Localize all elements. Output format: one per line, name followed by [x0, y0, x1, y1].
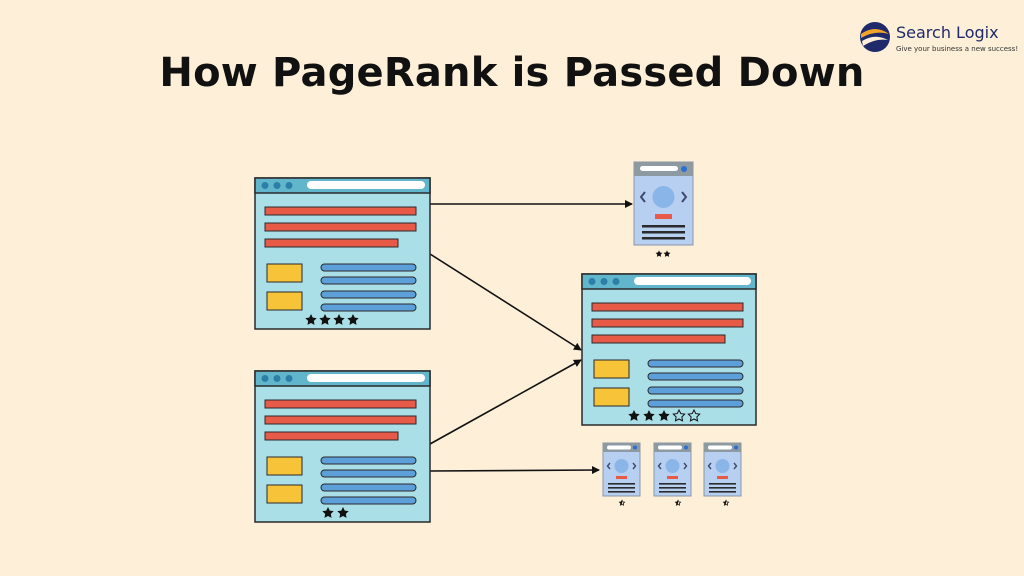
link-source-top-to-target-center: [429, 253, 582, 351]
search-icon: [734, 445, 738, 450]
browser-page-source-top: [254, 177, 431, 330]
half-star-icon: [619, 499, 625, 506]
brand-name: Search Logix: [896, 23, 999, 42]
half-star-icon: [675, 499, 681, 506]
brand-tagline: Give your business a new success!: [896, 45, 1019, 53]
brand-logo: Search Logix Give your business a new su…: [858, 20, 1018, 60]
rating-stars: [655, 250, 671, 257]
half-star-icon: [723, 499, 729, 506]
mobile-page-top: [633, 161, 694, 257]
page-title: How PageRank is Passed Down: [159, 50, 865, 96]
search-icon: [684, 445, 688, 450]
mobile-page-small-3: [703, 442, 742, 506]
browser-page-target-center: [581, 273, 757, 426]
search-icon: [681, 166, 687, 172]
links-layer: [429, 200, 633, 475]
link-source-bottom-to-mobile-small: [429, 466, 600, 475]
star-icon: [663, 250, 671, 257]
link-source-bottom-to-target-center: [429, 359, 582, 445]
logo-mark-icon: [860, 22, 890, 52]
mobile-page-small-1: [602, 442, 641, 506]
search-icon: [633, 445, 637, 450]
browser-page-source-bottom: [254, 370, 431, 523]
star-icon: [655, 250, 663, 257]
mobile-page-small-2: [653, 442, 692, 506]
